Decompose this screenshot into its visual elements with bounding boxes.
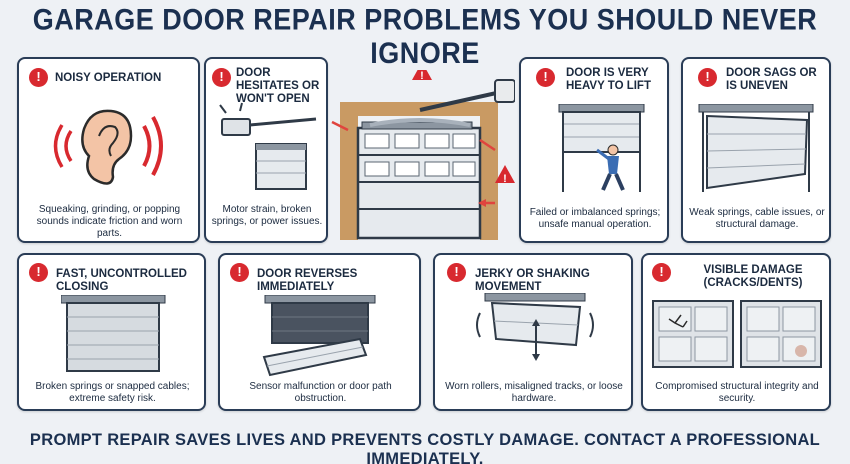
page-title: GARAGE DOOR REPAIR PROBLEMS YOU SHOULD N…: [32, 3, 818, 70]
card-fast-closing: ! FAST, UNCONTROLLED CLOSING Broken spri…: [17, 253, 206, 411]
warning-icon: !: [230, 263, 249, 282]
card-description: Worn rollers, misaligned tracks, or loos…: [445, 381, 623, 404]
card-door-hesitates: ! DOOR HESITATES OR WON'T OPEN Motor str…: [204, 57, 328, 243]
sagging-door-illustration: [698, 104, 814, 192]
card-door-heavy: ! DOOR IS VERY HEAVY TO LIFT Failed or i…: [519, 57, 669, 243]
reversing-door-illustration: [262, 295, 376, 377]
ear-sound-icon: [53, 109, 163, 185]
closing-door-illustration: [61, 295, 166, 372]
shaking-door-illustration: [476, 293, 594, 361]
card-description: Weak springs, cable issues, or structura…: [689, 207, 825, 230]
card-title: DOOR SAGS OR IS UNEVEN: [726, 67, 817, 92]
opener-motor-illustration: [219, 102, 317, 190]
card-description: Failed or imbalanced springs; unsafe man…: [529, 207, 661, 230]
card-jerky-movement: ! JERKY OR SHAKING MOVEMENT Worn rollers…: [433, 253, 633, 411]
svg-text:!: !: [503, 173, 507, 185]
warning-icon: !: [29, 263, 48, 282]
cracked-dented-panels-illustration: [652, 300, 822, 368]
card-description: Squeaking, grinding, or popping sounds i…: [36, 204, 183, 239]
warning-icon: !: [652, 263, 671, 282]
card-description: Motor strain, broken springs, or power i…: [211, 204, 323, 227]
warning-icon: !: [536, 68, 555, 87]
card-visible-damage: ! VISIBLE DAMAGE (CRACKS/DENTS) Compromi…: [641, 253, 831, 411]
person-lifting-door-illustration: [558, 104, 645, 192]
card-title: NOISY OPERATION: [55, 72, 162, 84]
central-garage-door-illustration: ! !: [331, 70, 515, 240]
warning-icon: !: [698, 68, 717, 87]
card-description: Compromised structural integrity and sec…: [655, 381, 819, 404]
card-door-sags: ! DOOR SAGS OR IS UNEVEN Weak springs, c…: [681, 57, 831, 243]
warning-icon: !: [29, 68, 48, 87]
card-title: DOOR HESITATES OR WON'T OPEN: [236, 67, 320, 105]
warning-icon: !: [447, 263, 466, 282]
card-title: JERKY OR SHAKING MOVEMENT: [475, 268, 590, 293]
card-description: Sensor malfunction or door path obstruct…: [249, 381, 392, 404]
card-door-reverses: ! DOOR REVERSES IMMEDIATELY Sensor malfu…: [218, 253, 421, 411]
warning-icon: !: [212, 68, 231, 87]
card-title: DOOR IS VERY HEAVY TO LIFT: [566, 67, 651, 92]
card-title: DOOR REVERSES IMMEDIATELY: [257, 268, 358, 293]
card-description: Broken springs or snapped cables; extrem…: [35, 381, 190, 404]
card-noisy-operation: ! NOISY OPERATION Squeaking, grinding, o…: [17, 57, 200, 243]
card-title: FAST, UNCONTROLLED CLOSING: [56, 268, 187, 293]
svg-text:!: !: [420, 70, 424, 82]
footer-banner: PROMPT REPAIR SAVES LIVES AND PREVENTS C…: [29, 431, 821, 464]
card-title: VISIBLE DAMAGE (CRACKS/DENTS): [703, 264, 803, 289]
